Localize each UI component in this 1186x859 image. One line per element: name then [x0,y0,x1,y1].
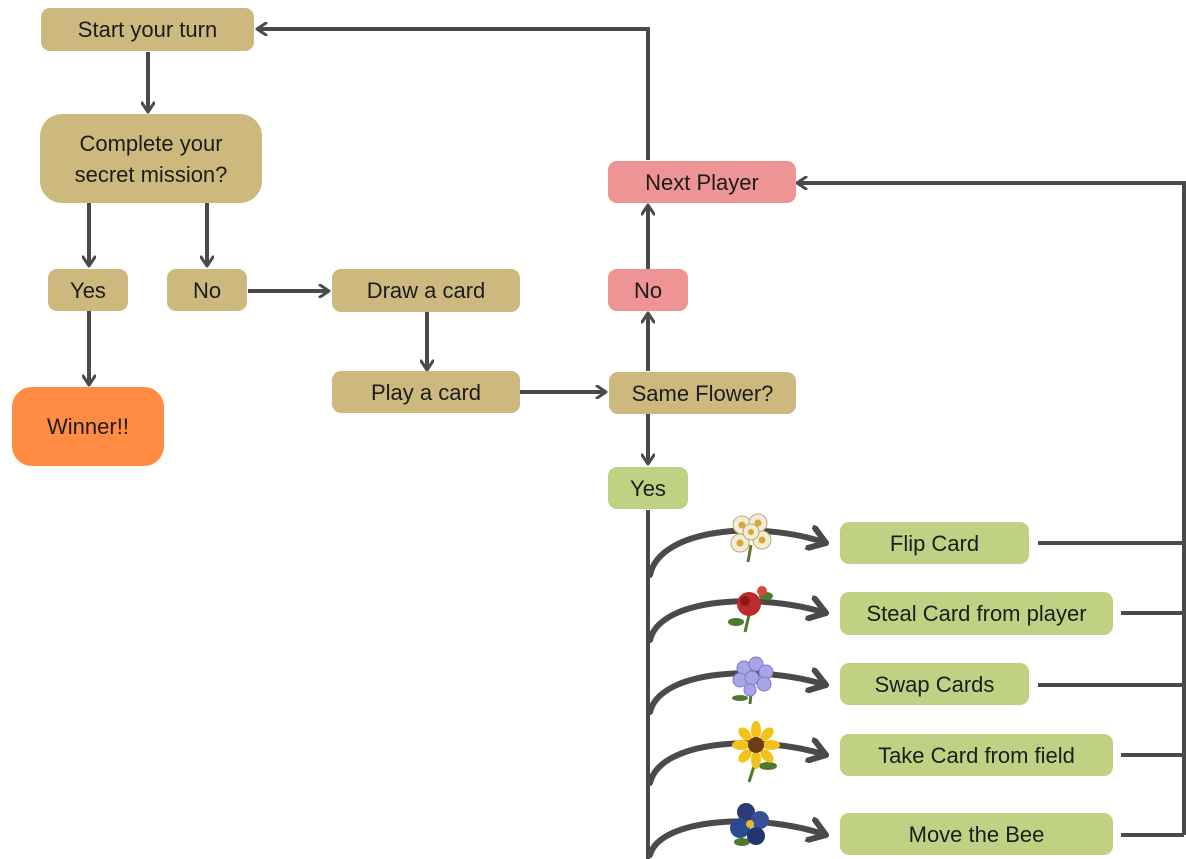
action-steal-card-label: Steal Card from player [866,601,1087,626]
rose-flower-icon [728,586,773,633]
same-flower-label: Same Flower? [631,380,774,406]
action-move-bee-label: Move the Bee [908,821,1045,847]
sunflower-flower-icon [732,721,780,783]
action-swap-cards-label: Swap Cards [874,671,995,697]
mission-line-2: secret mission? [74,161,228,187]
winner-label: Winner!! [47,414,129,439]
winner-node: Winner!! [12,387,164,466]
mission-yes-node: Yes [48,269,128,311]
connector-actions-to-next-player [797,183,1186,835]
curved-arrow-flip-card [647,531,829,578]
curved-arrow-steal-card [647,601,829,643]
hydrangea-flower-icon [732,656,774,705]
next-player-node: Next Player [608,161,796,203]
curved-arrow-move-bee [647,821,829,858]
mission-yes-label: Yes [70,277,106,303]
connector-next-player-to-start [257,29,650,160]
mission-no-label: No [192,277,222,303]
mission-line-1: Complete your [79,130,223,156]
same-flower-decision: Same Flower? [609,372,796,414]
start-your-turn-label: Start your turn [77,17,218,42]
curved-arrow-take-card [647,743,829,786]
play-card-label: Play a card [370,379,482,405]
action-take-card-label: Take Card from field [878,742,1075,768]
flower-yes-label: Yes [630,475,666,501]
flower-yes-node: Yes [608,467,688,509]
action-steal-card: Steal Card from player [840,592,1113,635]
action-take-card: Take Card from field [840,734,1113,776]
pansy-flower-icon [730,803,769,846]
next-player-label: Next Player [645,169,759,195]
action-move-bee: Move the Bee [840,813,1113,855]
mission-no-node: No [167,269,247,311]
complete-mission-decision: Complete your secret mission? [40,114,262,203]
draw-card-label: Draw a card [366,278,486,303]
curved-arrow-swap-cards [647,673,829,715]
action-flip-card-label: Flip Card [889,530,980,556]
action-flip-card: Flip Card [840,522,1029,564]
flower-no-label: No [633,277,663,303]
draw-card-node: Draw a card [332,269,520,312]
play-card-node: Play a card [332,371,520,413]
flower-no-node: No [608,269,688,311]
start-your-turn-node: Start your turn [41,8,254,51]
daisy-flower-icon [730,513,772,563]
action-swap-cards: Swap Cards [840,663,1029,705]
